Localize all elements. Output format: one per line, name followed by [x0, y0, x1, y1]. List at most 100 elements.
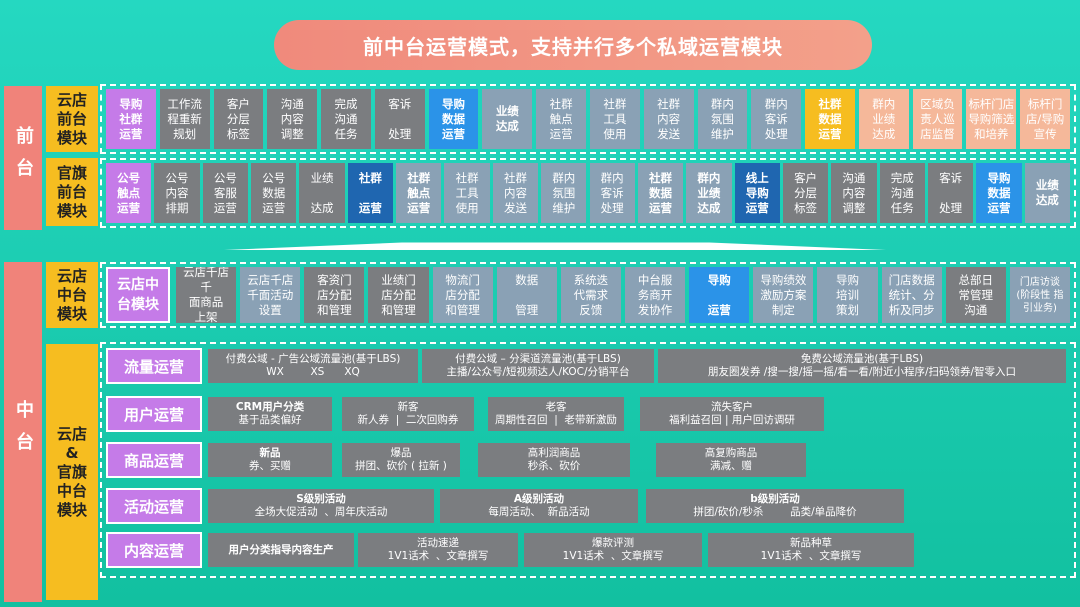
flagship-front-cell: 线上 导购 运营 [734, 163, 780, 223]
ops-bar: CRM用户分类基于品类偏好 [208, 397, 332, 431]
ops-bar-heading: S级别活动 [296, 493, 346, 505]
cloud-middle-cell: 云店千店 千面活动 设置 [240, 267, 301, 323]
cloud-front-cell: 客诉 处理 [374, 89, 425, 149]
ops-bar: 免费公域流量池(基于LBS)朋友圈发券 /搜一搜/摇一摇/看一看/附近小程序/扫… [658, 349, 1066, 383]
cloud-middle-cell: 云店千店 千 面商品 上架 [176, 267, 237, 323]
sub-cloud-middle: 云店 中台 模块 [46, 262, 98, 328]
cloud-front-cell: 社群 内容 发送 [643, 89, 694, 149]
flagship-front-cell: 业绩 达成 [1024, 163, 1070, 223]
ops-bar-detail: 1V1话术 、文章撰写 [760, 550, 862, 562]
flagship-front-cell: 社群 内容 发送 [492, 163, 539, 223]
ops-bar-detail: 全场大促活动 、周年庆活动 [254, 506, 388, 518]
ops-bar-heading: 高复购商品 [704, 447, 758, 459]
cloud-front-cell: 社群 工具 使用 [590, 89, 640, 149]
flagship-front-cell: 导购 数据 运营 [976, 163, 1022, 223]
sub-shared-middle-label: 云店 & 官旗 中台 模块 [56, 424, 87, 519]
flagship-front-cell: 社群 数据 运营 [637, 163, 684, 223]
ops-bar: A级别活动每周活动、 新品活动 [440, 489, 638, 523]
ops-bar-heading: 付费公域 - 广告公域流量池(基于LBS) [225, 353, 401, 365]
cloud-middle-cell: 导购 培训 策划 [817, 267, 878, 323]
flagship-front-cell: 公号 内容 排期 [154, 163, 200, 223]
ops-bar-detail: 拼团/砍价/秒杀 品类/单品降价 [693, 506, 857, 518]
cloud-front-cell: 群内 客诉 处理 [751, 89, 802, 149]
ops-label: 活动运营 [106, 488, 202, 524]
ops-bar-heading: 老客 [545, 401, 567, 413]
flagship-front-cell: 社群 工具 使用 [444, 163, 490, 223]
cloud-middle-cell: 门店数据 统计、分 析及同步 [881, 267, 942, 323]
flagship-front-cell: 社群 触点 运营 [396, 163, 442, 223]
section-middle-label: 中台 [13, 400, 34, 464]
ops-bar: 用户分类指导内容生产 [208, 533, 354, 567]
flagship-front-cell: 客诉 处理 [927, 163, 974, 223]
ops-label: 用户运营 [106, 396, 202, 432]
ops-bar-heading: 新客 [397, 401, 419, 413]
cloud-front-cell: 业绩 达成 [482, 89, 533, 149]
ops-bar-detail: WX XS XQ [266, 366, 360, 378]
ops-bar-heading: A级别活动 [513, 493, 565, 505]
ops-bar-detail: 基于品类偏好 [238, 414, 302, 426]
page-title: 前中台运营模式，支持并行多个私域运营模块 [274, 20, 872, 70]
cloud-middle-cell: 物流门 店分配 和管理 [432, 267, 493, 323]
flagship-front-cell: 公号 触点 运营 [106, 163, 152, 223]
cloud-front-cell: 社群 数据 运营 [805, 89, 855, 149]
cloud-middle-cell: 客资门 店分配 和管理 [304, 267, 365, 323]
flagship-front-cell: 完成 沟通 任务 [879, 163, 925, 223]
flagship-front-cell: 公号 数据 运营 [251, 163, 297, 223]
cloud-front-cell: 沟通 内容 调整 [267, 89, 318, 149]
divider-arrow [224, 236, 886, 250]
ops-bar-heading: 活动速递 [417, 537, 459, 549]
ops-bar-detail: 拼团、砍价 ( 拉新 ) [355, 460, 447, 472]
ops-label: 内容运营 [106, 532, 202, 568]
flagship-front-cell: 社群 运营 [347, 163, 394, 223]
ops-bar-heading: 流失客户 [711, 401, 753, 413]
sub-cloud-front-label: 云店 前台 模块 [56, 90, 87, 147]
cloud-middle-cell: 总部日 常管理 沟通 [945, 267, 1006, 323]
ops-label: 商品运营 [106, 442, 202, 478]
flagship-front-cell: 群内 业绩 达成 [686, 163, 732, 223]
ops-bar: 老客周期性召回 | 老带新激励 [488, 397, 624, 431]
ops-bar-heading: b级别活动 [750, 493, 800, 505]
flagship-front-cell: 沟通 内容 调整 [831, 163, 877, 223]
ops-bar: 新客新人券 | 二次回购券 [342, 397, 474, 431]
frame-row-shared-middle [100, 342, 1076, 578]
ops-bar-heading: 用户分类指导内容生产 [228, 543, 334, 556]
frame-row-cloud-middle [100, 262, 1076, 328]
ops-bar-detail: 1V1话术 、文章撰写 [387, 550, 489, 562]
ops-bar: 高利润商品秒杀、砍价 [478, 443, 630, 477]
ops-bar-heading: 爆品 [390, 447, 412, 459]
section-middle: 中台 [4, 262, 42, 602]
cloud-middle-cell: 业绩门 店分配 和管理 [368, 267, 429, 323]
ops-bar-detail: 每周活动、 新品活动 [488, 506, 590, 518]
ops-bar: 流失客户福利益召回 | 用户回访调研 [640, 397, 824, 431]
ops-bar-detail: 1V1话术 、文章撰写 [562, 550, 664, 562]
section-front-label: 前台 [13, 126, 34, 190]
cloud-middle-cell: 数据 管理 [496, 267, 557, 323]
ops-bar-heading: 免费公域流量池(基于LBS) [800, 353, 924, 365]
ops-bar-detail: 福利益召回 | 用户回访调研 [669, 414, 795, 426]
page-title-text: 前中台运营模式，支持并行多个私域运营模块 [363, 34, 783, 59]
cloud-middle-cell: 中台服 务商开 发协作 [625, 267, 686, 323]
ops-bar-detail: 券、买赠 [249, 460, 291, 472]
ops-bar: b级别活动拼团/砍价/秒杀 品类/单品降价 [646, 489, 904, 523]
flagship-front-cell: 群内 客诉 处理 [589, 163, 635, 223]
cloud-front-cell: 群内 氛围 维护 [697, 89, 748, 149]
cloud-front-cell: 完成 沟通 任务 [321, 89, 371, 149]
sub-cloud-middle-label: 云店 中台 模块 [56, 266, 87, 323]
cloud-front-cell: 标杆门店 导购筛选 和培养 [966, 89, 1017, 149]
cloud-front-cell: 社群 触点 运营 [536, 89, 586, 149]
ops-bar-heading: 爆款评测 [592, 537, 634, 549]
ops-bar-detail: 周期性召回 | 老带新激励 [495, 414, 617, 426]
sub-cloud-front: 云店 前台 模块 [46, 86, 98, 152]
ops-bar: 付费公域 – 分渠道流量池(基于LBS)主播/公众号/短视频达人/KOC/分销平… [422, 349, 654, 383]
cloud-middle-cell: 导购绩效 激励方案 制定 [753, 267, 814, 323]
cloud-front-cell: 导购 社群 运营 [106, 89, 156, 149]
frame-row-cloud-front [100, 84, 1076, 154]
flagship-front-cell: 客户 分层 标签 [782, 163, 829, 223]
cloud-front-cell: 客户 分层 标签 [213, 89, 264, 149]
ops-bar: S级别活动全场大促活动 、周年庆活动 [208, 489, 434, 523]
cloud-front-cell: 工作流 程重新 规划 [159, 89, 210, 149]
ops-bar: 新品券、买赠 [208, 443, 332, 477]
ops-bar-heading: 新品 [259, 447, 281, 459]
